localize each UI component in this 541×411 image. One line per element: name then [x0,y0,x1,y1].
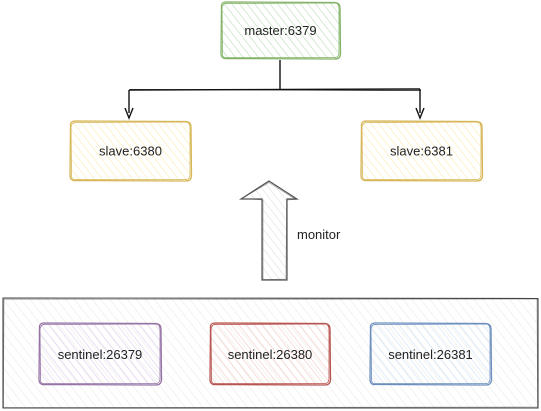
sentinel-26379-label: sentinel:26379 [58,347,143,362]
sentinel-26381-node[interactable]: sentinel:26381 [369,322,493,386]
arrowhead-to-slave-6380 [124,107,134,120]
sentinel-26379-node[interactable]: sentinel:26379 [38,322,163,386]
sentinel-26380-node[interactable]: sentinel:26380 [209,322,332,386]
arrowhead-to-slave-6381 [415,107,425,120]
monitor-label: monitor [297,227,341,242]
sentinel-26380-label: sentinel:26380 [228,347,313,362]
sentinel-26381-label: sentinel:26381 [388,347,473,362]
slave-6381-node[interactable]: slave:6381 [360,120,484,182]
slave-6381-label: slave:6381 [390,144,453,159]
slave-6380-label: slave:6380 [99,144,162,159]
monitor-arrow [238,180,300,281]
master-to-slaves-connector [128,60,422,113]
master-node-label: master:6379 [244,23,316,38]
slave-6380-node[interactable]: slave:6380 [69,120,193,182]
master-node[interactable]: master:6379 [220,1,342,60]
